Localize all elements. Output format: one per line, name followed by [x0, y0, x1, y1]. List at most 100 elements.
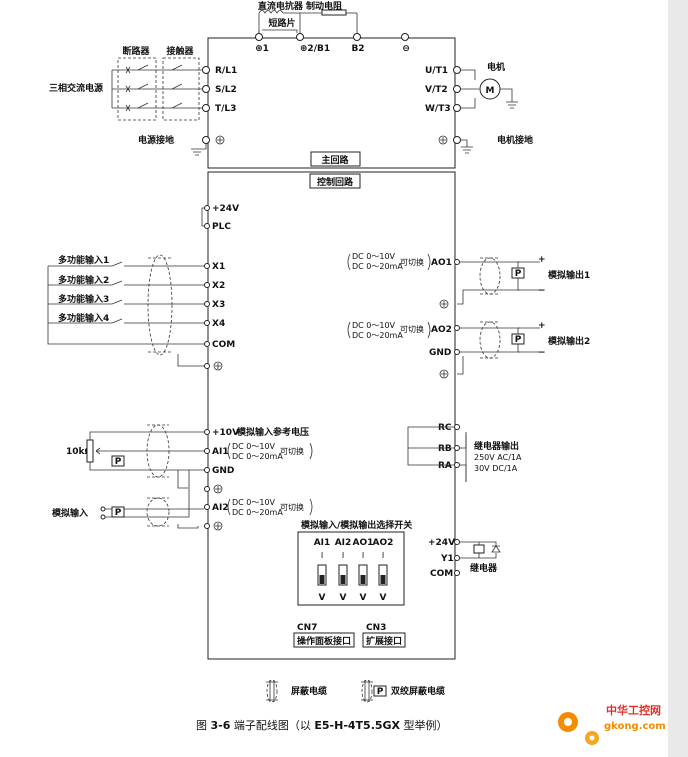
reactor-brake-label: 直流电抗器 制动电阻 [258, 0, 342, 12]
ai2-switchable: 可切换 [280, 502, 304, 512]
ai1-label: AI1 [212, 447, 229, 457]
terminal-p24v-right [454, 539, 460, 545]
svg-text:V: V [380, 593, 387, 603]
terminal-ai2 [204, 504, 210, 510]
terminal-p2b1 [296, 33, 304, 41]
terminal-com [204, 341, 210, 347]
terminal-com-right [454, 570, 460, 576]
x2-label: X2 [212, 281, 225, 291]
svg-text:−: − [538, 348, 546, 358]
t-p2b1-label: ⊕2/B1 [300, 44, 330, 54]
p24v-label: +24V [212, 204, 239, 214]
wt3-label: W/T3 [425, 104, 451, 114]
ao2-switchable: 可切换 [400, 324, 424, 334]
mfi2-label: 多功能输入2 [58, 274, 109, 286]
analog-in-label: 模拟输入 [52, 507, 88, 519]
terminal-tl3 [202, 104, 210, 112]
terminal-motor-ground [453, 136, 461, 144]
cn7-label: CN7 [297, 623, 317, 633]
terminal-p24v [204, 205, 210, 211]
analog-output1-cable: P + − [457, 255, 546, 305]
power-ground-label: 电源接地 [138, 134, 174, 146]
short-piece-label: 短路片 [268, 17, 295, 29]
ext-port-label: 扩展接口 [366, 635, 402, 647]
terminal-wt3 [453, 104, 461, 112]
x1-label: X1 [212, 262, 225, 272]
relay-rating2: 30V DC/1A [474, 464, 518, 473]
terminal-rc [454, 424, 460, 430]
multi-function-inputs: 多功能输入1 多功能输入2 多功能输入3 多功能输入4 [47, 254, 204, 367]
main-circuit-box [207, 37, 456, 169]
mfi1-label: 多功能输入1 [58, 254, 109, 266]
scrollbar-track[interactable] [668, 0, 688, 757]
ut1-label: U/T1 [425, 66, 448, 76]
terminal-power-ground [202, 136, 210, 144]
switch-columns: AI1 AI2 AO1 AO2 I I I I V V V V [314, 538, 394, 603]
relay-out-label: 继电器输出 [474, 440, 519, 452]
ao1-label: AO1 [431, 258, 452, 268]
watermark-text2: gkong.com [604, 721, 666, 732]
motor-ground-label: 电机接地 [497, 134, 533, 146]
vt2-label: V/T2 [425, 85, 448, 95]
terminal-rl1 [202, 66, 210, 74]
figure-caption: 图 3-6 端子配线图（以 E5-H-4T5.5GX 型举例） [196, 718, 448, 732]
terminal-sl2 [202, 85, 210, 93]
diode-icon [491, 545, 501, 553]
x4-label: X4 [212, 319, 225, 329]
ao1-switchable: 可切换 [400, 257, 424, 267]
terminal-vt2 [453, 85, 461, 93]
com-label: COM [212, 340, 235, 350]
x3-label: X3 [212, 300, 225, 310]
terminal-plc [204, 223, 210, 229]
twisted-cable-label: 双绞屏蔽电缆 [391, 685, 445, 697]
reactor-coil [258, 10, 284, 14]
com-right-label: COM [430, 569, 453, 579]
potentiometer-wiring: 10kΩ P [66, 424, 204, 489]
three-phase-label: 三相交流电源 [49, 82, 103, 94]
tl3-label: T/L3 [215, 104, 236, 114]
motor-ground-icon [500, 88, 518, 109]
pot-label: 10kΩ [66, 447, 93, 457]
terminal-ao2 [454, 325, 460, 331]
ai1-switchable: 可切换 [280, 446, 304, 456]
ai1-range2: DC 0～20mA [232, 452, 283, 461]
analog-out2-label: 模拟输出2 [548, 335, 590, 347]
terminal-x1 [204, 263, 210, 269]
terminal-ao1 [454, 259, 460, 265]
panel-port-label: 操作面板接口 [297, 635, 351, 647]
sw-ao1-label: AO1 [353, 538, 374, 548]
contactor-label: 接触器 [166, 45, 194, 57]
svg-text:V: V [319, 593, 326, 603]
svg-text:−: − [538, 286, 546, 296]
ao2-range2: DC 0～20mA [352, 331, 403, 340]
mfi4-label: 多功能输入4 [58, 312, 109, 324]
terminal-p10v [204, 429, 210, 435]
watermark-logo: 中华工控网 gkong.com [558, 703, 666, 745]
svg-text:I: I [342, 551, 344, 560]
sw-ao2-label: AO2 [373, 538, 394, 548]
svg-text:P: P [515, 269, 522, 279]
svg-text:P: P [115, 508, 122, 518]
svg-text:I: I [382, 551, 384, 560]
brake-resistor [321, 9, 347, 16]
sw-ai2-label: AI2 [335, 538, 352, 548]
svg-text:V: V [360, 593, 367, 603]
watermark-text1: 中华工控网 [606, 703, 661, 717]
analog-input-wiring: 模拟输入 P [52, 470, 204, 529]
terminal-ra [454, 462, 460, 468]
svg-text:P: P [515, 335, 522, 345]
control-circuit-label: 控制回路 [317, 176, 354, 188]
shield-cable-label: 屏蔽电缆 [291, 685, 327, 697]
y1-label: Y1 [440, 554, 454, 564]
svg-text:+: + [538, 255, 546, 265]
t-b2-label: B2 [351, 44, 364, 54]
terminal-x3 [204, 301, 210, 307]
panel-port-box [293, 632, 355, 648]
motor-label: 电机 [487, 61, 505, 73]
relay-coil [473, 544, 485, 554]
sl2-label: S/L2 [215, 85, 237, 95]
ao2-label: AO2 [431, 325, 452, 335]
analog-output2-cable: P + − [457, 321, 546, 375]
t-p1-label: ⊕1 [255, 44, 269, 54]
switch-title: 模拟输入/模拟输出选择开关 [301, 519, 412, 531]
